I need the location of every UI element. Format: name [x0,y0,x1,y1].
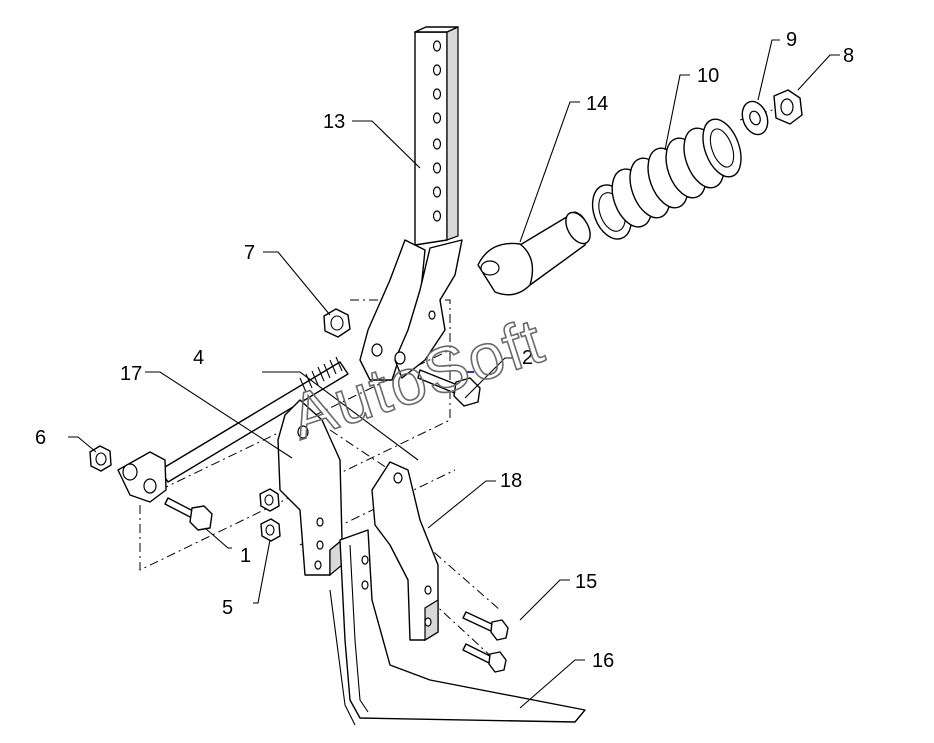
callout-13: 13 [323,111,345,133]
callout-10: 10 [697,65,719,87]
callout-5: 5 [222,597,233,619]
callout-4: 4 [193,347,204,369]
part-7-nut [323,308,351,338]
part-8-nut [773,89,803,125]
callout-8: 8 [843,45,854,67]
callout-leaders [68,39,840,709]
part-5-nuts [259,488,281,542]
part-6-nut [89,445,112,472]
part-17-plate [277,399,343,577]
part-1-bolt [164,497,213,531]
callout-7: 7 [244,242,255,264]
callout-9: 9 [786,29,797,51]
strut-bracket [359,239,463,381]
callout-17: 17 [120,363,142,385]
callout-6: 6 [35,427,46,449]
callout-labels: 1 2 4 5 6 7 8 9 10 13 14 15 16 17 18 [35,29,854,672]
part-2-bolt [417,369,481,407]
callout-1: 1 [240,545,251,567]
callout-18: 18 [500,470,522,492]
part-14-pin [477,211,591,296]
part-15-bolts [462,611,509,673]
part-9-washer [741,100,769,136]
part-18-plate [371,461,439,642]
rod-thread [299,356,343,393]
callout-14: 14 [586,93,608,115]
callout-15: 15 [575,571,597,593]
part-4-rod [117,356,349,503]
callout-16: 16 [592,650,614,672]
part-10-spring [591,118,742,240]
strut-holes [432,40,442,222]
callout-2: 2 [522,347,533,369]
part-13-strut [414,26,459,246]
part-16-tine [329,529,586,726]
